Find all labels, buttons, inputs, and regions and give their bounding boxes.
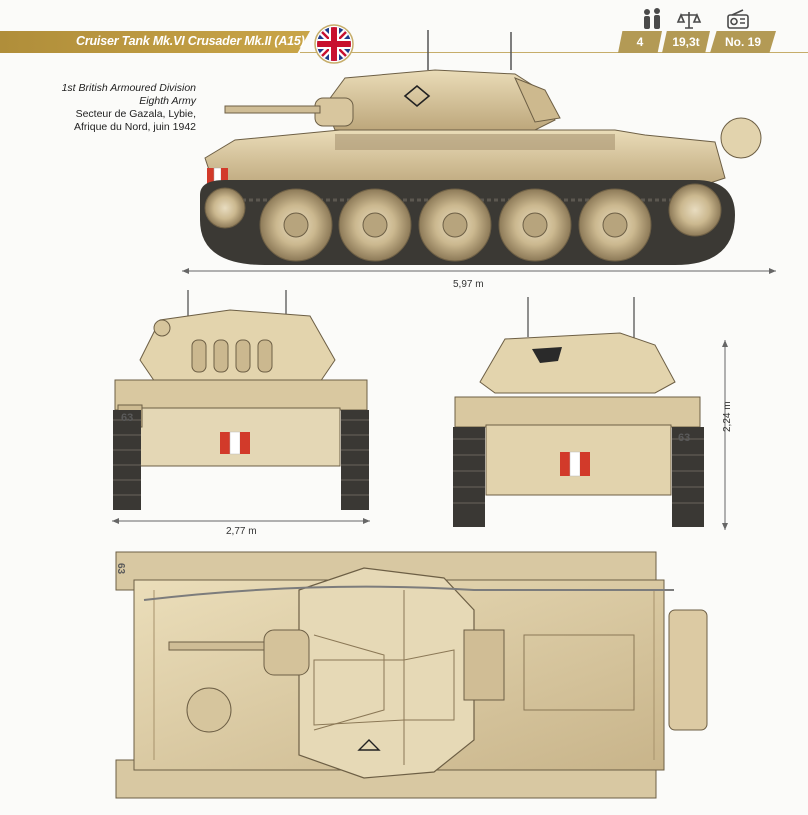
weight-value: 19,3t [672,35,700,49]
title-banner [0,31,310,53]
weight-value-box: 19,3t [662,31,710,53]
caption-army: Eighth Army [139,95,196,107]
radio-value: No. 19 [724,35,761,49]
caption-location: Secteur de Gazala, Lybie, [75,108,196,120]
crew-count: 4 [618,31,662,53]
tank-side-view [200,30,762,265]
width-label: 2,77 m [226,526,257,537]
tank-rear-view [453,297,704,527]
radio-icon [727,9,749,29]
caption-division: 1st British Armoured Division [61,82,196,94]
width-dimension-line [112,518,370,524]
union-jack-flag-icon [314,24,354,64]
front-number-marking: 63 [121,412,134,424]
height-label: 2,24 m [722,401,733,432]
header-rule [300,52,808,53]
length-dimension-line [182,268,776,274]
caption-date: Afrique du Nord, juin 1942 [74,121,196,133]
rear-number-marking: 63 [678,432,691,444]
top-number-marking: 63 [115,563,126,575]
length-label: 5,97 m [453,279,484,290]
page-title: Cruiser Tank Mk.VI Crusader Mk.II (A15) [76,34,305,48]
height-dimension-line [722,340,728,530]
tank-front-view [113,290,369,510]
crew-icon [644,8,660,29]
tank-top-view [115,551,708,799]
scale-weight-icon [676,12,702,29]
radio-value-box: No. 19 [710,31,776,53]
crew-value: 4 [636,35,644,49]
